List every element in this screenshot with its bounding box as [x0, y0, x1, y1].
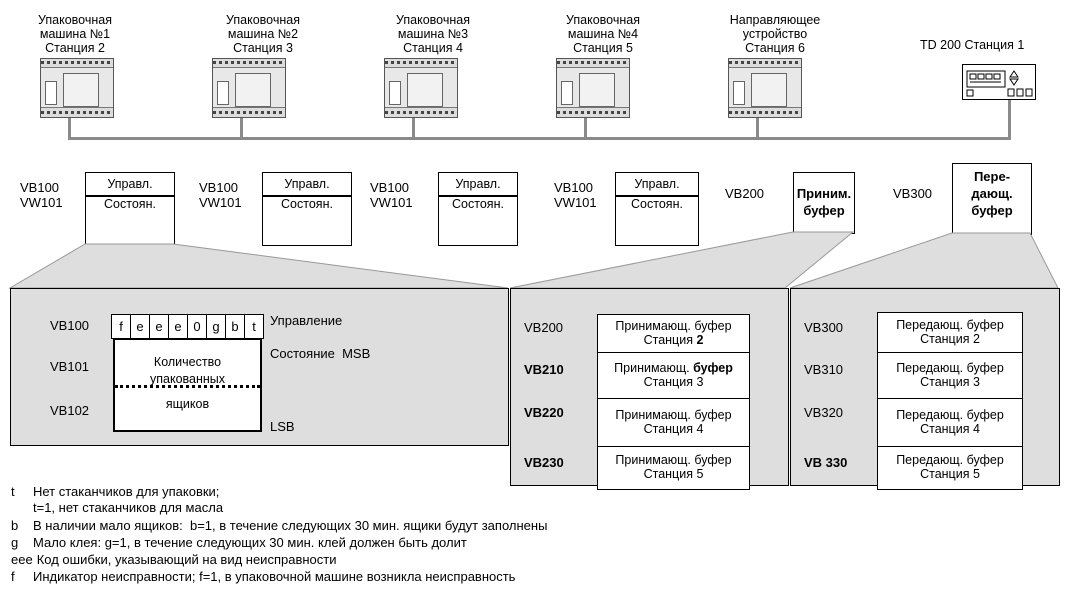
- detail-vb100: VB100: [50, 318, 90, 333]
- send-buffer-station-2: Передающ. буфер Станция 2: [877, 312, 1023, 354]
- count-divider: [115, 385, 260, 388]
- recv-addr-vb210: VB210: [524, 362, 564, 377]
- recv-buffer-station-4: Принимающ. буфер Станция 4: [597, 398, 750, 448]
- recv-buffer-station-5: Принимающ. буфер Станция 5: [597, 446, 750, 490]
- recv-addr-vb230: VB230: [524, 455, 564, 470]
- send-addr-vb310: VB310: [804, 362, 844, 377]
- detail-vb102: VB102: [50, 403, 90, 418]
- bus-drop-5: [756, 118, 759, 139]
- plc-icon-2: [212, 58, 286, 118]
- bit-cell-e1: e: [130, 314, 150, 339]
- send-buffer-station-5: Передающ. буфер Станция 5: [877, 446, 1023, 490]
- network-bus: [68, 137, 1011, 140]
- status-box-3: Управл.Состоян.: [438, 172, 518, 246]
- bit-cell-g: g: [206, 314, 226, 339]
- bus-drop-4: [584, 118, 587, 139]
- detail-vb101: VB101: [50, 359, 90, 374]
- bit-cell-0: 0: [187, 314, 207, 339]
- status-box-4: Управл.Состоян.: [615, 172, 699, 246]
- bus-drop-1: [68, 118, 71, 139]
- send-buffer-box: Пере-дающ.буфер: [952, 163, 1032, 235]
- plc-icon-1: [40, 58, 114, 118]
- bit-cell-b: b: [225, 314, 245, 339]
- plc-icon-4: [556, 58, 630, 118]
- bit-cell-t: t: [244, 314, 264, 339]
- recv-addr-vb200: VB200: [524, 320, 564, 335]
- send-addr-vb300: VB300: [804, 320, 844, 335]
- plc-icon-5: [728, 58, 802, 118]
- detail-lsb-label: LSB: [270, 419, 295, 434]
- detail-state-msb-label: Состояние MSB: [270, 346, 371, 361]
- td200-label: TD 200 Станция 1: [920, 38, 1025, 52]
- recv-buffer-address: VB200: [725, 186, 765, 201]
- status-box-1: Управл.Состоян.: [85, 172, 175, 246]
- send-addr-vb320: VB320: [804, 405, 844, 420]
- send-buffer-station-4: Передающ. буфер Станция 4: [877, 398, 1023, 448]
- status-box-2: Управл.Состоян.: [262, 172, 352, 246]
- send-buffer-address: VB300: [893, 186, 933, 201]
- bit-cell-e3: e: [168, 314, 188, 339]
- recv-addr-vb220: VB220: [524, 405, 564, 420]
- detail-control-label: Управление: [270, 313, 343, 328]
- recv-buffer-station-2: Принимающ. буфер Станция 2: [597, 314, 750, 354]
- td200-icon: [962, 64, 1036, 100]
- plc-icon-3: [384, 58, 458, 118]
- send-buffer-station-3: Передающ. буфер Станция 3: [877, 352, 1023, 400]
- bus-drop-3: [412, 118, 415, 139]
- bus-drop-td200: [1008, 97, 1011, 139]
- send-addr-vb330: VB 330: [804, 455, 848, 470]
- legend-row-t-detail: t=1, нет стаканчиков для масла: [33, 500, 224, 515]
- bit-cell-f: f: [111, 314, 131, 339]
- recv-buffer-box: Приним.буфер: [793, 172, 855, 234]
- recv-buffer-station-3: Принимающ. буфер Станция 3: [597, 352, 750, 400]
- bit-cell-e2: e: [149, 314, 169, 339]
- count-box: Количество упакованных ящиков: [113, 338, 262, 432]
- bus-drop-2: [240, 118, 243, 139]
